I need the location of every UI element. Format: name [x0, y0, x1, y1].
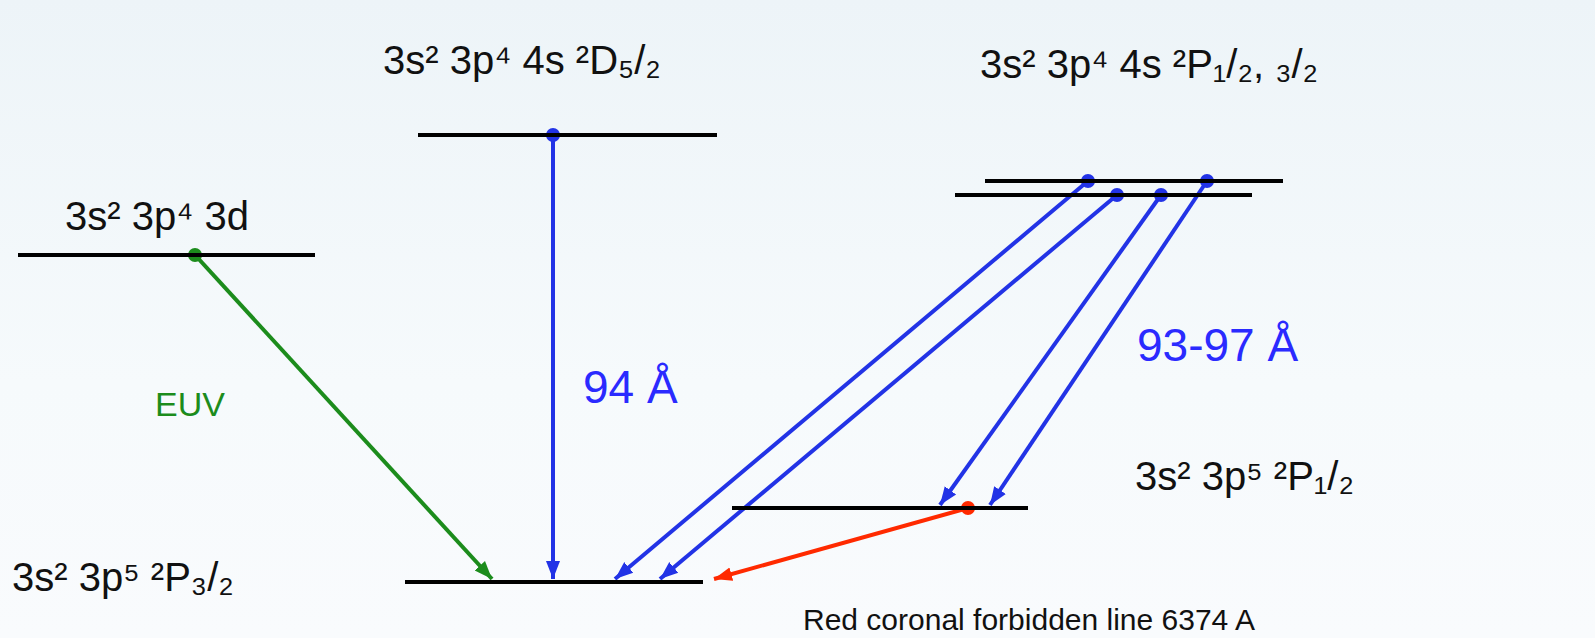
level-line — [955, 193, 1252, 197]
energy-level: 3s² 3p⁴ 4s ²P₁/₂, ₃/₂ — [945, 38, 1490, 198]
energy-level: 3s² 3p⁵ ²P₃/₂ — [8, 552, 708, 602]
level-label: 3s² 3p⁴ 3d — [65, 192, 249, 240]
transition-label: EUV — [155, 384, 225, 425]
energy-level: 3s² 3p⁴ 3d — [10, 190, 340, 260]
wavelength-range: 93-97 Å — [1137, 318, 1298, 373]
transition-arrow — [940, 188, 1168, 505]
transition-arrow — [546, 128, 560, 579]
level-line — [732, 506, 1028, 510]
energy-level: 3s² 3p⁵ ²P₁/₂ — [725, 450, 1485, 512]
level-line — [18, 253, 315, 257]
transition-arrow — [714, 501, 975, 579]
energy-level: 3s² 3p⁴ 4s ²D₅/₂ — [375, 36, 805, 138]
level-line — [985, 179, 1283, 183]
transition-arrow — [660, 188, 1124, 579]
level-label: 3s² 3p⁴ 4s ²P₁/₂, ₃/₂ — [980, 40, 1318, 88]
level-label: 3s² 3p⁵ ²P₁/₂ — [1135, 452, 1354, 500]
forbidden-line-note: Red coronal forbidden line 6374 A — [803, 602, 1255, 638]
level-line — [418, 133, 717, 137]
transition-label: 94 Å — [583, 360, 678, 415]
transition-arrow — [188, 248, 492, 579]
level-label: 3s² 3p⁵ ²P₃/₂ — [12, 553, 234, 601]
level-label: 3s² 3p⁴ 4s ²D₅/₂ — [383, 36, 661, 84]
level-line — [405, 580, 703, 584]
transition-arrow — [615, 174, 1095, 579]
